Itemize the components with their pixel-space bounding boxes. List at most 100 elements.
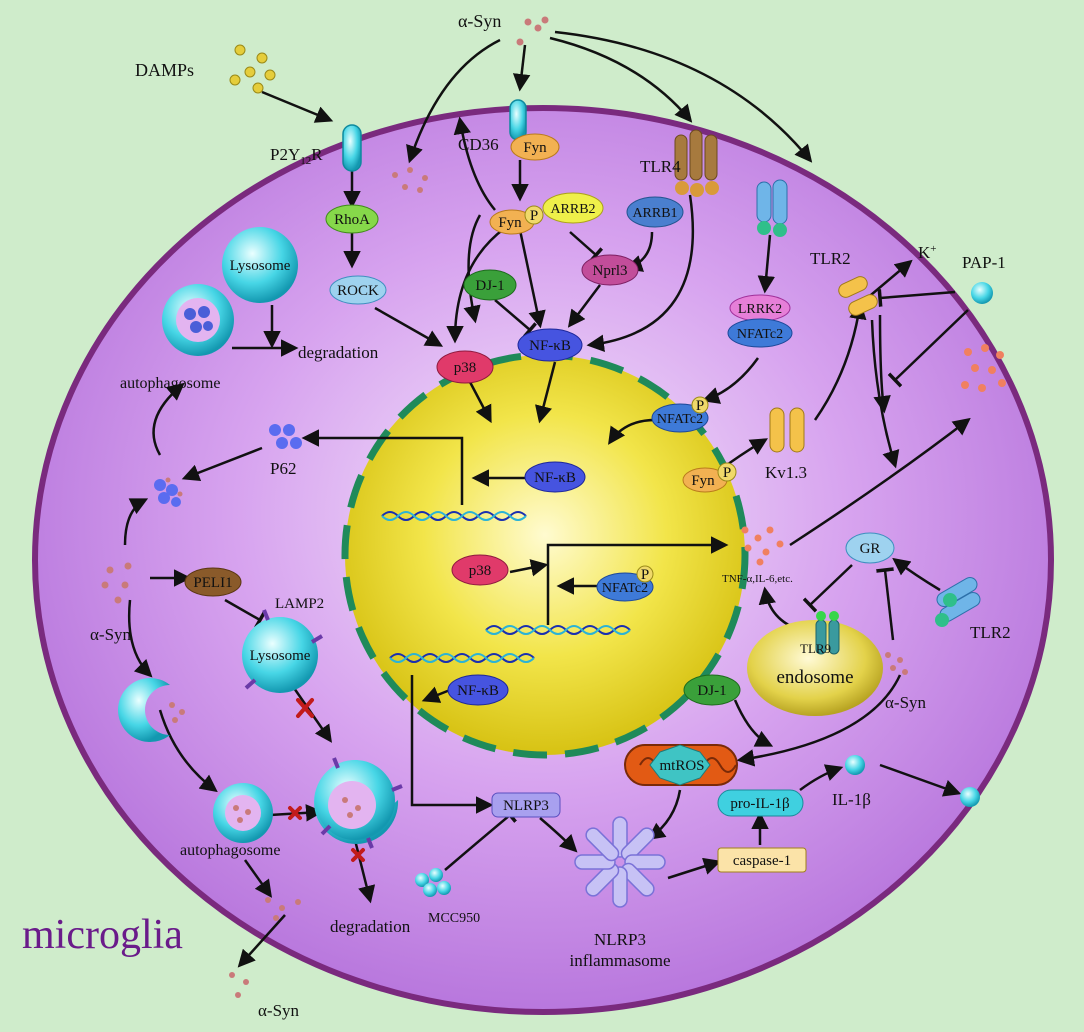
- rhoa-label: RhoA: [334, 212, 370, 228]
- p62-asyn-aggregate: [154, 477, 183, 507]
- kv-channel-membrane: [838, 276, 878, 316]
- pap1-label: PAP-1: [962, 253, 1006, 272]
- autolysosome: [314, 757, 403, 849]
- pro-il1b-label: pro-IL-1β: [730, 796, 789, 812]
- nfatc2-label-top: NFATc2: [737, 327, 783, 342]
- asyn-particles-phagophore: [169, 702, 185, 723]
- asyn-particles-internal: [392, 167, 428, 193]
- block-marks: [288, 698, 365, 862]
- caspase1-node: [717, 847, 807, 873]
- phospho-label: P: [723, 465, 731, 481]
- kv13-label: Kv1.3: [765, 463, 807, 482]
- autophagosome-top-label: autophagosome: [120, 375, 220, 392]
- fynp-label: Fyn: [498, 215, 522, 231]
- p62-label: P62: [270, 459, 296, 478]
- phagophore: [118, 678, 170, 743]
- lrrk2-label: LRRK2: [738, 302, 782, 317]
- nfkb-node-top: [517, 328, 583, 362]
- degradation-top-label: degradation: [298, 343, 379, 362]
- p62-molecules: [269, 424, 302, 449]
- autophagosome-top: [162, 284, 234, 356]
- dna-strand: [381, 511, 527, 521]
- asyn-particles-left: [101, 562, 132, 604]
- phospho-badge: [691, 396, 709, 414]
- nfkb-label-top: NF-κB: [529, 338, 571, 354]
- cd36-receptor: [509, 99, 527, 141]
- nfkb-label-nucleus-2: NF-κB: [457, 683, 499, 699]
- phospho-label: P: [641, 567, 649, 583]
- il1b-label: IL-1β: [832, 790, 871, 809]
- tlr2-receptor-top: [756, 179, 788, 237]
- peli1-label: PELI1: [193, 575, 232, 591]
- nfkb-node-nucleus: [524, 461, 586, 493]
- dna-strand: [485, 625, 631, 635]
- kv13-channel: [769, 407, 805, 453]
- lamp2-markers: [244, 609, 324, 690]
- gr-label: GR: [860, 541, 881, 557]
- nfatc2-p-label: NFATc2: [657, 412, 703, 427]
- phospho-label: P: [530, 208, 538, 224]
- released-cytokines: [961, 344, 1006, 392]
- tlr9-receptor: [815, 611, 840, 655]
- asyn-label-top: α-Syn: [458, 11, 501, 31]
- il1b-molecule: [845, 755, 865, 775]
- fyn-node: [510, 133, 560, 161]
- arrb1-node: [626, 196, 684, 228]
- tlr4-receptor: [674, 129, 719, 197]
- p38-label-top: p38: [454, 360, 477, 376]
- rock-label: ROCK: [337, 283, 379, 299]
- dj1-node-top: [463, 269, 517, 301]
- nfatc2-label-nucleus: NFATc2: [602, 581, 648, 596]
- tlr2-receptor-right: [935, 577, 981, 627]
- phospho-badge: [717, 462, 737, 482]
- nlrp3-inflammasome: [574, 816, 666, 908]
- mtros-label: mtROS: [659, 758, 704, 774]
- p38-node-nucleus: [451, 554, 509, 586]
- asyn-particles-exit: [229, 897, 301, 998]
- tlr2-label-top: TLR2: [810, 249, 851, 268]
- microglia-label: microglia: [22, 912, 183, 958]
- cytokine-particles: [741, 526, 784, 566]
- fynp-label-2: Fyn: [691, 473, 715, 489]
- lysosome-top: [222, 227, 298, 303]
- p2y12r-receptor: [342, 124, 362, 172]
- tlr9-label: TLR9: [800, 641, 831, 656]
- nfkb-label-nucleus: NF-κB: [534, 470, 576, 486]
- mcc950-molecules: [415, 868, 451, 897]
- endosome-label: endosome: [776, 667, 853, 688]
- nlrp3-inflammasome-label-2: inflammasome: [569, 951, 670, 970]
- phospho-badge: [524, 205, 544, 225]
- dj1-node-bottom: [683, 674, 741, 706]
- damps-particles: [229, 44, 276, 94]
- autophagosome-bottom-label: autophagosome: [180, 842, 280, 859]
- mcc950-label: MCC950: [428, 911, 480, 926]
- lysosome-top-label: Lysosome: [230, 258, 291, 274]
- p2y12r-label: P2Y12R: [270, 145, 323, 167]
- cd36-label: CD36: [458, 135, 499, 154]
- rock-node: [329, 275, 387, 305]
- p38-label-nucleus: p38: [469, 563, 492, 579]
- mitochondrion: [624, 744, 738, 786]
- cytokines-label: TNF-α,IL-6,etc.: [722, 573, 793, 585]
- rhoa-node: [325, 204, 379, 234]
- asyn-label-left: α-Syn: [90, 625, 132, 644]
- lamp2-label: LAMP2: [275, 596, 324, 612]
- k-plus-label: K+: [918, 243, 937, 262]
- arrb1-label: ARRB1: [632, 206, 677, 221]
- asyn-label-bottom: α-Syn: [258, 1001, 300, 1020]
- tlr4-label: TLR4: [640, 157, 681, 176]
- il1b-released: [960, 787, 980, 807]
- asyn-particles-top: [516, 16, 549, 46]
- pap1-molecule: [971, 282, 993, 304]
- autophagosome-bottom: [213, 783, 273, 843]
- gr-node: [845, 532, 895, 564]
- damps-label: DAMPs: [135, 60, 194, 80]
- dna-strand: [389, 653, 535, 663]
- nprl3-node: [581, 254, 639, 286]
- nprl3-label: Nprl3: [593, 263, 628, 279]
- nfkb-node-nucleus-2: [447, 674, 509, 706]
- asyn-label-right: α-Syn: [885, 693, 927, 712]
- degradation-bottom-label: degradation: [330, 917, 411, 936]
